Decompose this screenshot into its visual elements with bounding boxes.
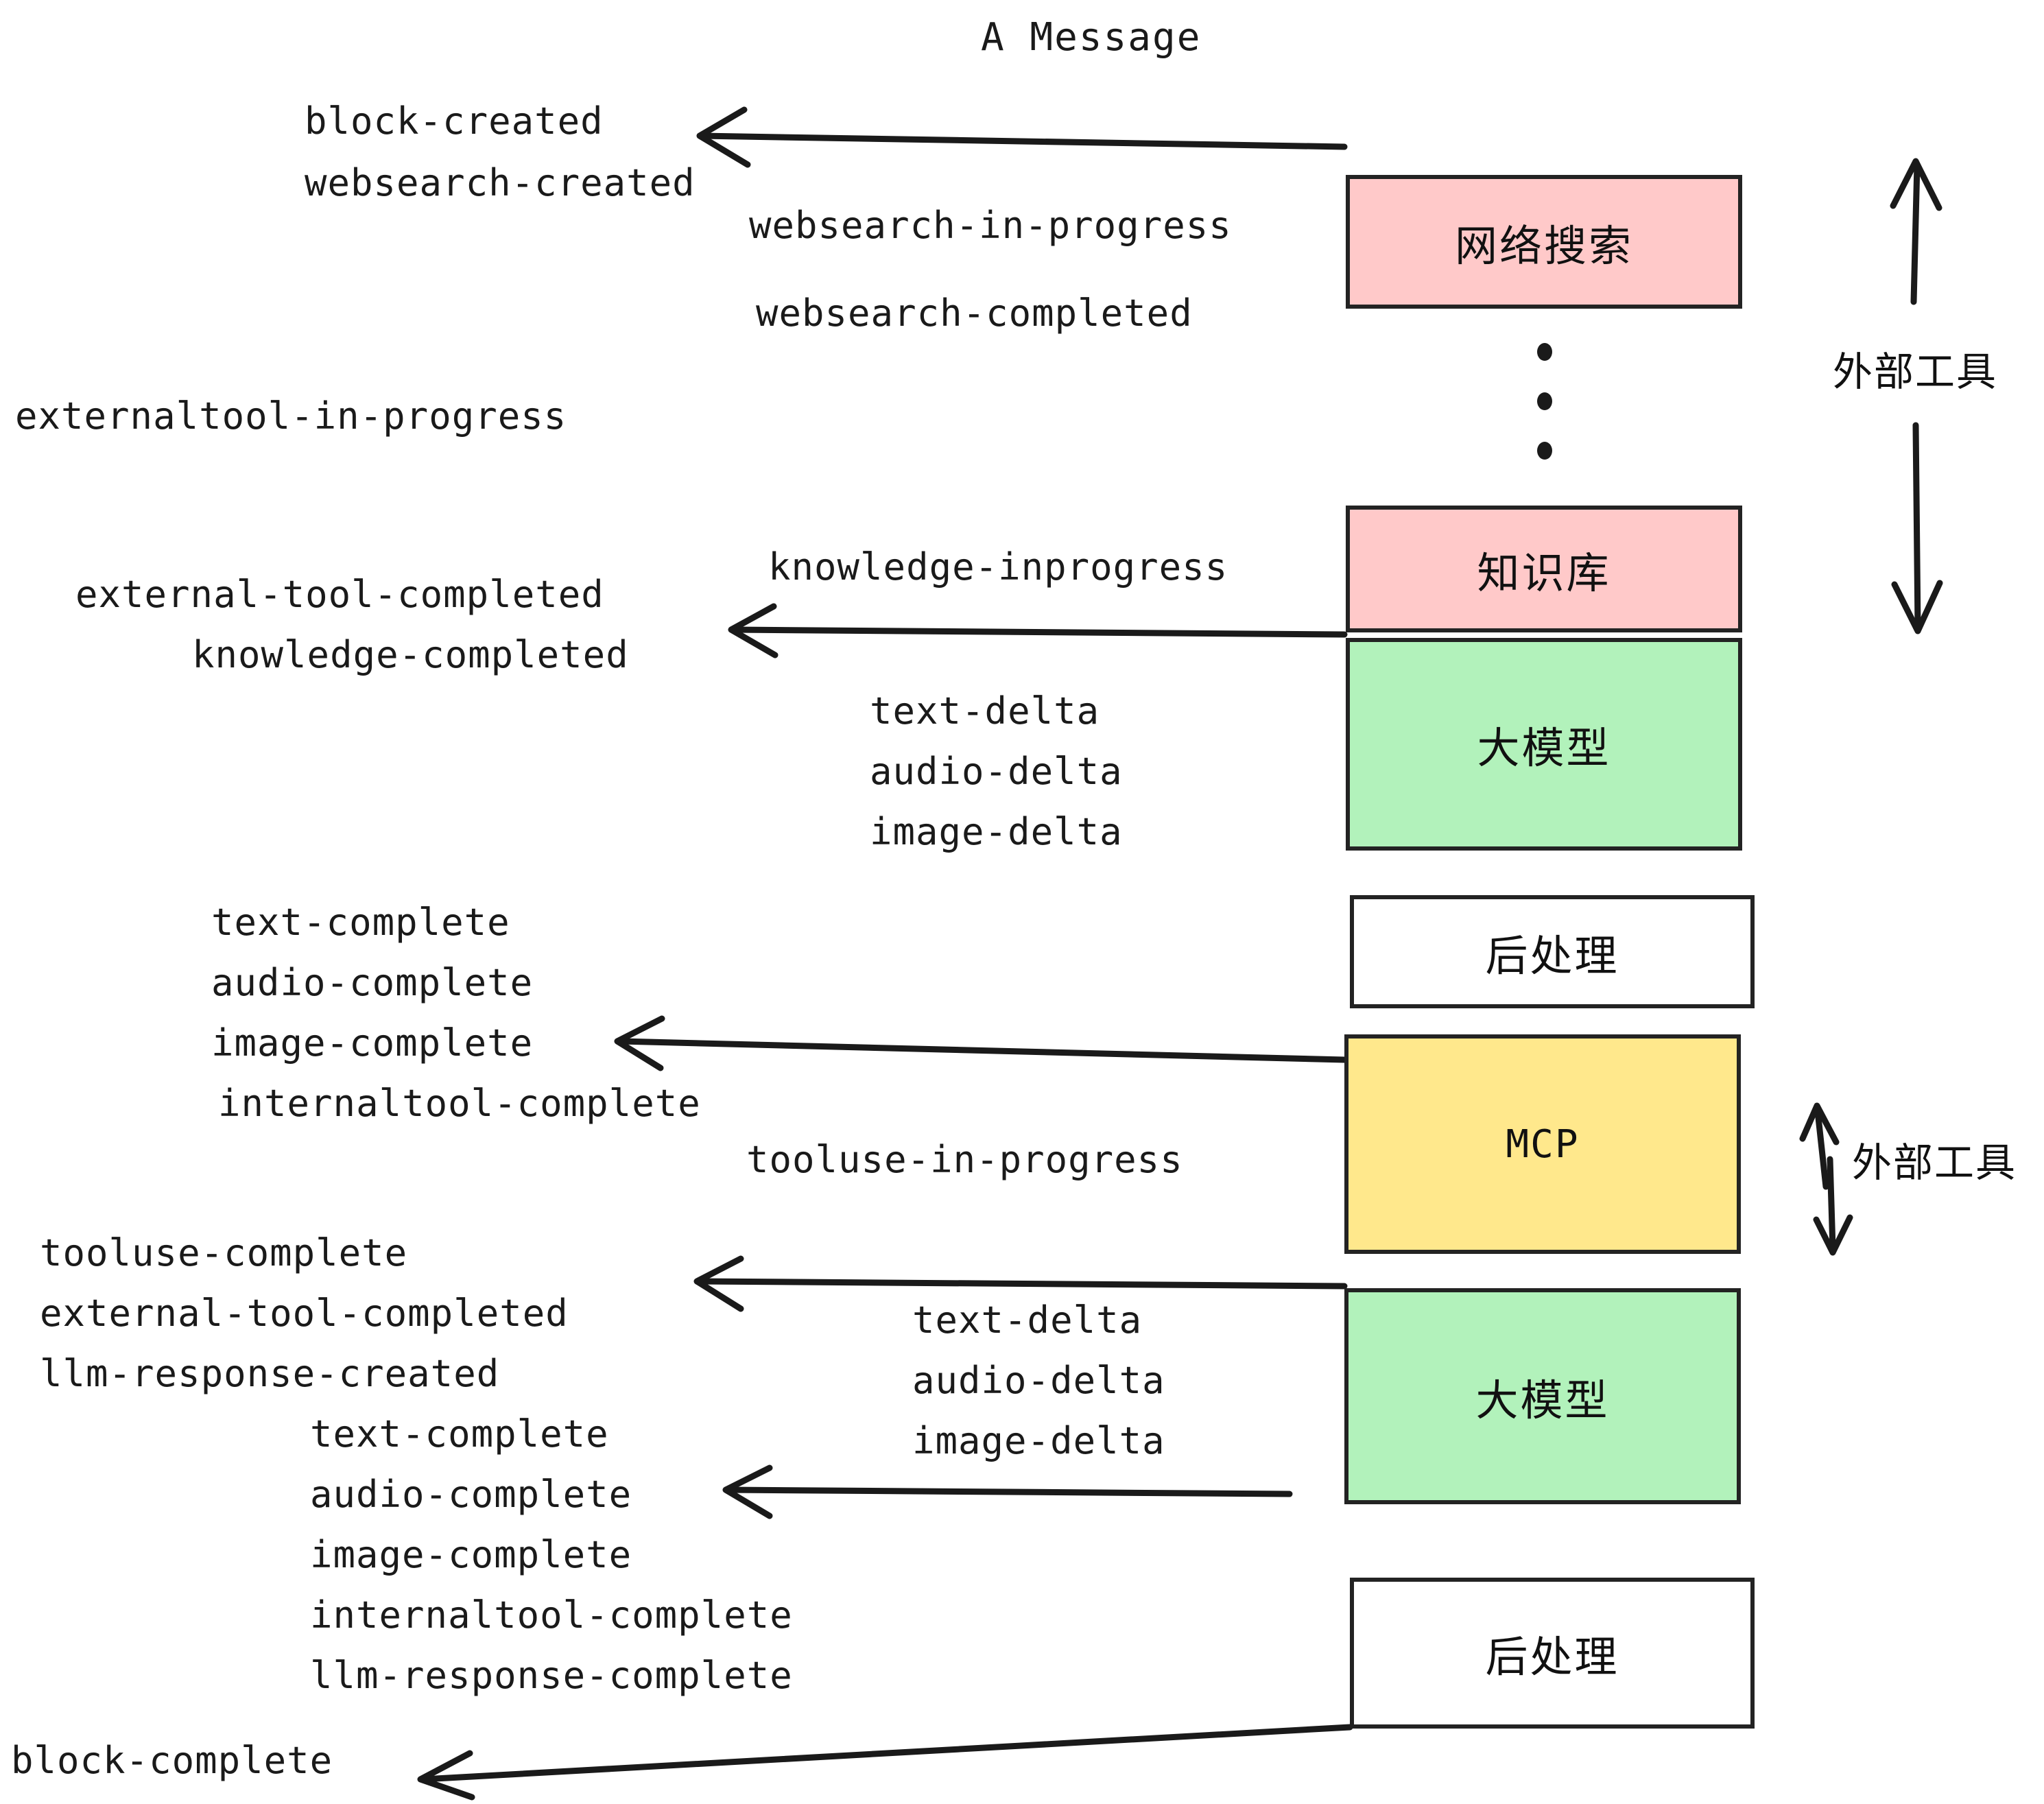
- event-llm-response-created: llm-response-created: [40, 1352, 500, 1395]
- event-tooluse-complete: tooluse-complete: [40, 1231, 408, 1274]
- node-postprocess-1-label: 后处理: [1485, 930, 1619, 981]
- node-postprocess-2-label: 后处理: [1485, 1632, 1619, 1682]
- event-audio-delta-1: audio-delta: [870, 750, 1123, 793]
- event-websearch-created: websearch-created: [305, 161, 696, 204]
- event-llm-response-complete: llm-response-complete: [310, 1654, 793, 1697]
- event-audio-delta-2: audio-delta: [912, 1359, 1165, 1402]
- event-internaltool-complete-1: internaltool-complete: [218, 1082, 701, 1125]
- arrow-external-tools-top-up: [1890, 158, 1942, 305]
- event-image-delta-1: image-delta: [870, 810, 1123, 853]
- event-text-complete-1: text-complete: [211, 901, 510, 944]
- vertical-ellipsis-icon: [1536, 343, 1553, 460]
- event-image-complete-1: image-complete: [211, 1021, 534, 1065]
- event-websearch-completed: websearch-completed: [756, 292, 1193, 335]
- event-block-complete: block-complete: [11, 1739, 333, 1782]
- arrow-knowledge-to-knowledge-completed: [728, 603, 1348, 658]
- event-knowledge-inprogress: knowledge-inprogress: [768, 545, 1228, 589]
- node-llm-2-label: 大模型: [1475, 1375, 1610, 1425]
- node-postprocess-1[interactable]: 后处理: [1350, 895, 1755, 1008]
- event-websearch-in-progress: websearch-in-progress: [749, 204, 1232, 247]
- event-text-delta-2: text-delta: [912, 1298, 1143, 1342]
- arrow-external-tools-bottom-down: [1813, 1156, 1853, 1256]
- arrow-external-tools-bottom-up: [1799, 1102, 1840, 1190]
- node-llm-2[interactable]: 大模型: [1344, 1288, 1741, 1504]
- arrow-external-tools-top-down: [1891, 422, 1943, 634]
- event-externaltool-in-progress: externaltool-in-progress: [15, 394, 567, 438]
- side-label-external-tools-top: 外部工具: [1833, 348, 1998, 395]
- event-internaltool-complete-2: internaltool-complete: [310, 1593, 793, 1637]
- event-text-complete-2: text-complete: [310, 1412, 609, 1456]
- node-websearch[interactable]: 网络搜索: [1346, 175, 1742, 309]
- node-llm-1[interactable]: 大模型: [1346, 638, 1742, 851]
- event-audio-complete-2: audio-complete: [310, 1473, 632, 1516]
- event-tooluse-in-progress: tooluse-in-progress: [746, 1138, 1183, 1181]
- node-mcp[interactable]: MCP: [1344, 1034, 1741, 1254]
- arrow-postprocess2-to-block-complete: [417, 1724, 1353, 1801]
- event-image-complete-2: image-complete: [310, 1533, 632, 1576]
- event-external-tool-completed-1: external-tool-completed: [75, 573, 604, 616]
- node-postprocess-2[interactable]: 后处理: [1350, 1578, 1755, 1729]
- arrow-postprocess1-to-image-complete: [614, 1015, 1348, 1071]
- arrow-websearch-to-block-created: [696, 106, 1348, 168]
- node-knowledge[interactable]: 知识库: [1346, 506, 1742, 632]
- event-text-delta-1: text-delta: [870, 689, 1100, 733]
- node-mcp-label: MCP: [1506, 1121, 1580, 1167]
- side-label-external-tools-bottom: 外部工具: [1852, 1139, 2017, 1186]
- arrow-llm2-to-audio-complete: [722, 1464, 1293, 1519]
- event-block-created: block-created: [305, 99, 604, 143]
- event-image-delta-2: image-delta: [912, 1419, 1165, 1462]
- event-knowledge-completed: knowledge-completed: [192, 633, 629, 676]
- node-llm-1-label: 大模型: [1477, 723, 1611, 773]
- event-audio-complete-1: audio-complete: [211, 961, 534, 1004]
- diagram-title: A Message: [981, 15, 1202, 60]
- event-external-tool-completed-2: external-tool-completed: [40, 1292, 569, 1335]
- node-websearch-label: 网络搜索: [1454, 220, 1633, 271]
- node-knowledge-label: 知识库: [1477, 547, 1611, 598]
